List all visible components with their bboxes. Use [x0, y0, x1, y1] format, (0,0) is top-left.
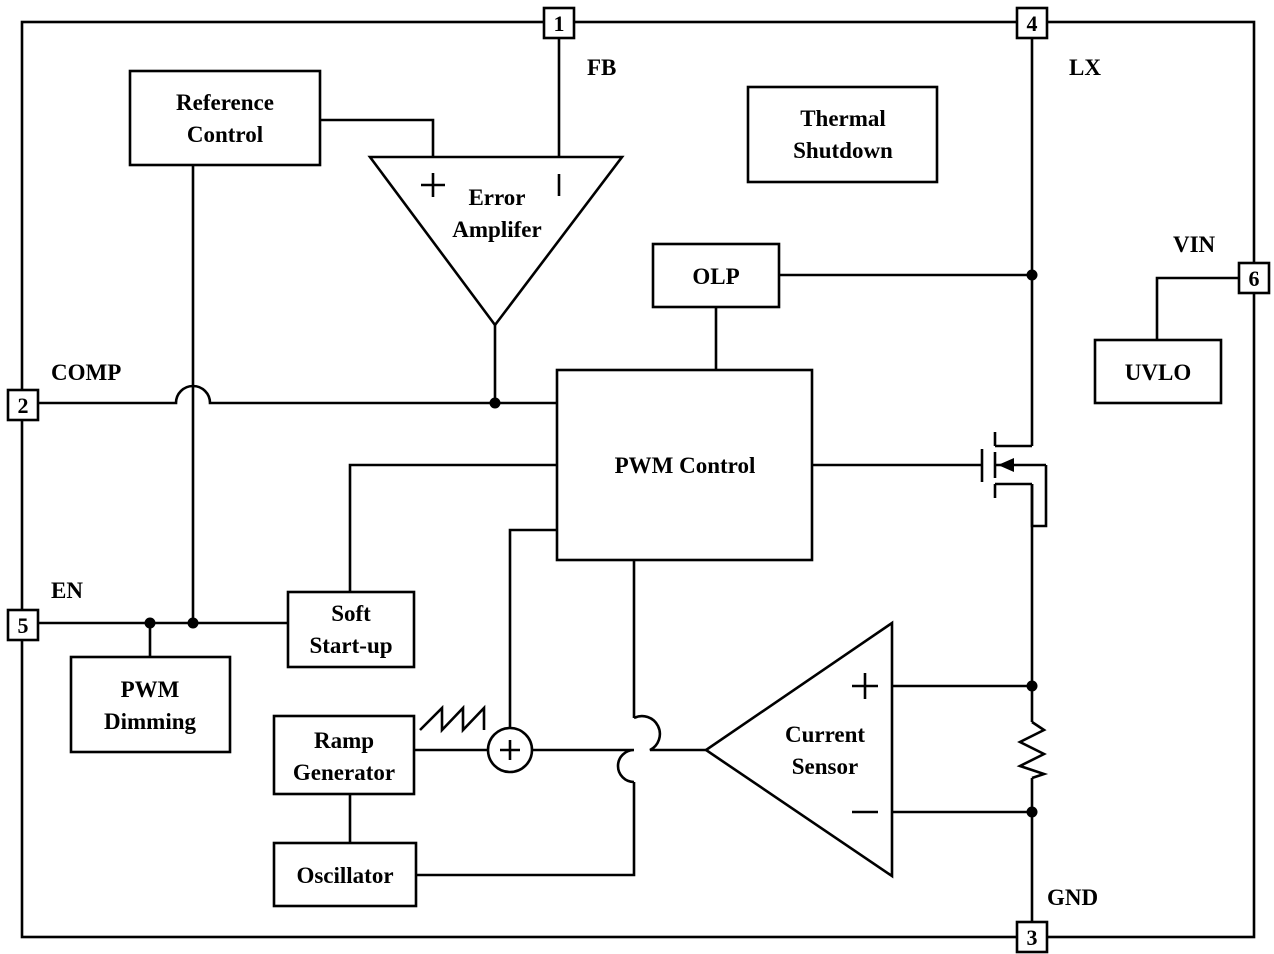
thermal-shutdown-label: Thermal: [800, 106, 886, 131]
pin-1-label: 1: [554, 11, 565, 36]
signal-gnd: GND: [1047, 885, 1098, 910]
signal-fb: FB: [587, 55, 616, 80]
pin-3-label: 3: [1027, 925, 1038, 950]
thermal-shutdown-box: [746, 85, 939, 184]
junction-dot: [1026, 806, 1038, 818]
thermal-shutdown-label: Shutdown: [793, 138, 893, 163]
pwm-dimming-box: [69, 655, 232, 754]
wire-comp: [38, 384, 557, 405]
signal-lx: LX: [1069, 55, 1101, 80]
wire-osc-pwm: [416, 782, 636, 877]
pin-5-box: [6, 608, 40, 642]
current-sensor-label: Sensor: [792, 754, 858, 779]
junction-dot: [489, 397, 501, 409]
ea-plus-sign: [421, 173, 445, 197]
junction-dot: [187, 617, 199, 629]
reference-control-box: [128, 69, 322, 167]
cs-plus-sign: [852, 673, 878, 699]
wire-ss-pwm: [348, 463, 557, 592]
junction-dot: [1026, 269, 1038, 281]
error-amplifier-triangle: [367, 155, 625, 328]
oscillator-label: Oscillator: [296, 863, 393, 888]
sawtooth-icon: [419, 704, 486, 734]
junction-dot: [1026, 680, 1038, 692]
ramp-generator-box: [272, 714, 416, 796]
pin-2-label: 2: [18, 393, 29, 418]
error-amplifier-label: Error: [468, 185, 525, 210]
ramp-generator-label: Generator: [293, 760, 395, 785]
junction-dot: [144, 617, 156, 629]
pwm-control-label: PWM Control: [615, 453, 756, 478]
uvlo-box: [1093, 338, 1223, 405]
chip-boundary: [20, 20, 1256, 939]
olp-label: OLP: [692, 264, 739, 289]
soft-startup-label: Soft: [331, 601, 371, 626]
pin-6-label: 6: [1249, 266, 1260, 291]
oscillator-box: [272, 841, 418, 908]
pwm-dimming-label: PWM: [121, 677, 180, 702]
wire-vin: [1155, 276, 1239, 340]
pin-2-box: [6, 388, 40, 422]
sense-resistor: [1016, 720, 1049, 780]
summer-plus-sign: [500, 740, 520, 760]
olp-box: [651, 242, 781, 309]
pin-1-box: [542, 6, 576, 40]
mosfet-symbol: [980, 432, 1048, 528]
pin-5-label: 5: [18, 613, 29, 638]
wire-sum-pwm: [508, 528, 557, 727]
wire-ref-to-ea: [320, 118, 435, 157]
current-sensor-label: Current: [785, 722, 865, 747]
signal-vin: VIN: [1173, 232, 1216, 257]
reference-control-label: Reference: [176, 90, 274, 115]
signal-comp: COMP: [51, 360, 121, 385]
wire-sum-cs-b: [633, 714, 706, 752]
signal-en: EN: [51, 578, 83, 603]
pin-6-box: [1237, 261, 1271, 295]
ramp-generator-label: Ramp: [314, 728, 374, 753]
error-amplifier-label: Amplifer: [452, 217, 541, 242]
wire-sum-cs: [532, 748, 635, 784]
pin-4-label: 4: [1027, 11, 1038, 36]
soft-startup-box: [286, 590, 416, 669]
pin-3-box: [1015, 920, 1049, 954]
reference-control-label: Control: [187, 122, 263, 147]
pwm-dimming-label: Dimming: [104, 709, 197, 734]
current-sensor-triangle: [703, 620, 894, 879]
soft-startup-label: Start-up: [309, 633, 392, 658]
uvlo-label: UVLO: [1125, 360, 1191, 385]
pwm-control-box: [555, 368, 814, 562]
pin-4-box: [1015, 6, 1049, 40]
